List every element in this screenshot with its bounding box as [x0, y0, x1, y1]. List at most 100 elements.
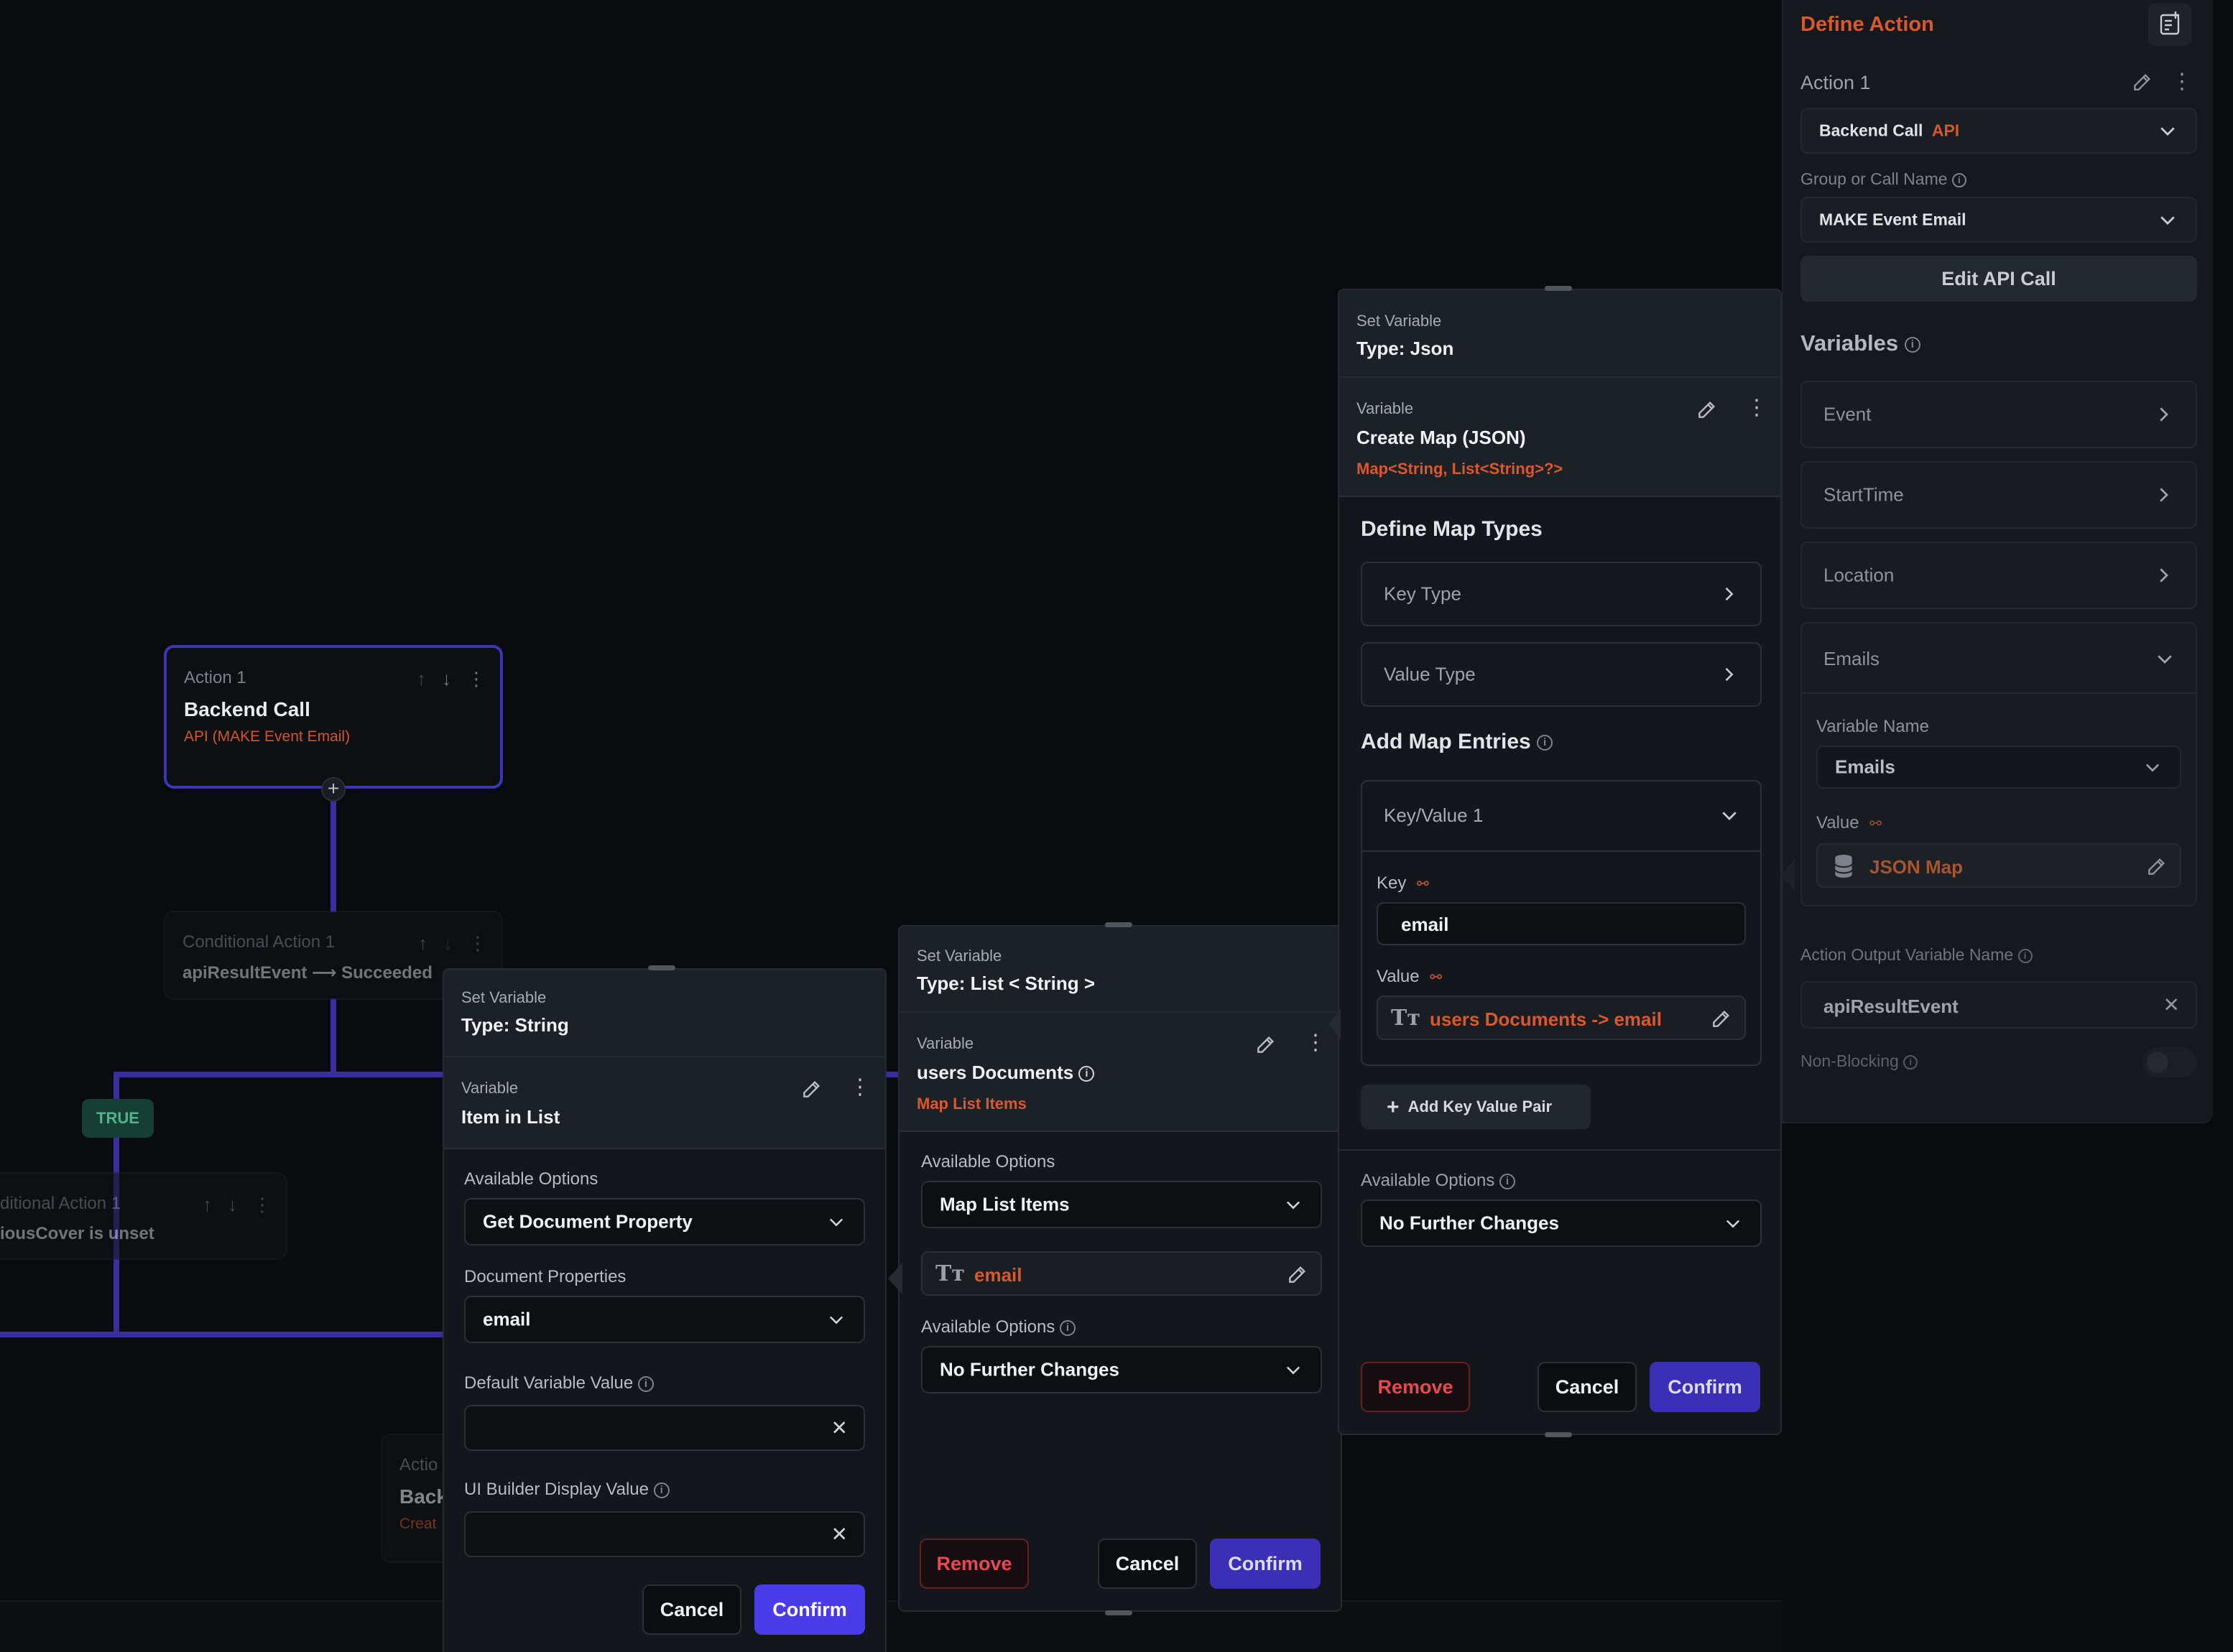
more-vertical-icon[interactable]: ⋮	[2171, 70, 2193, 93]
info-icon[interactable]: i	[637, 1375, 654, 1392]
available-options-2-select[interactable]: No Further Changes	[921, 1346, 1322, 1393]
more-vertical-icon[interactable]: ⋮	[1746, 396, 1767, 419]
drag-handle[interactable]	[1545, 286, 1572, 291]
available-options-select[interactable]: No Further Changes	[1361, 1199, 1762, 1247]
value-chip[interactable]: Tт users Documents -> email	[1377, 996, 1746, 1040]
action-type-select[interactable]: Backend Call API	[1800, 108, 2197, 154]
confirm-button[interactable]: Confirm	[754, 1584, 865, 1635]
info-icon[interactable]: i	[1060, 1319, 1076, 1336]
variable-row-starttime[interactable]: StartTime	[1800, 461, 2197, 529]
more-vertical-icon[interactable]: ⋮	[849, 1075, 871, 1099]
add-note-icon[interactable]	[2148, 3, 2191, 46]
panel-header-type: Type: String	[461, 1014, 569, 1036]
move-up-icon[interactable]: ↑	[418, 932, 427, 954]
cancel-button[interactable]: Cancel	[1538, 1362, 1637, 1412]
node-subtitle: ditional Action 1	[0, 1194, 121, 1213]
add-key-value-pair-button[interactable]: +Add Key Value Pair	[1361, 1085, 1591, 1129]
ui-builder-input[interactable]: ✕	[464, 1511, 865, 1557]
cancel-button[interactable]: Cancel	[1098, 1539, 1197, 1589]
move-down-icon[interactable]: ↓	[228, 1194, 237, 1215]
cancel-button[interactable]: Cancel	[642, 1584, 741, 1635]
drag-handle[interactable]	[1545, 1432, 1572, 1437]
add-action-icon[interactable]: +	[321, 777, 346, 802]
panel-pointer	[1780, 859, 1795, 891]
emails-header[interactable]: Emails	[1802, 623, 2196, 694]
available-options-label: Available Options	[464, 1169, 598, 1189]
more-vertical-icon[interactable]: ⋮	[253, 1194, 272, 1215]
edit-icon[interactable]	[800, 1077, 823, 1100]
more-vertical-icon[interactable]: ⋮	[467, 668, 486, 690]
move-up-icon[interactable]: ↑	[417, 668, 426, 690]
value-type-row[interactable]: Value Type	[1361, 642, 1762, 707]
available-options-select[interactable]: Get Document Property	[464, 1198, 865, 1245]
confirm-button[interactable]: Confirm	[1210, 1539, 1321, 1589]
info-icon[interactable]: i	[1951, 172, 1966, 187]
node-description: Creat	[399, 1516, 437, 1532]
move-down-icon[interactable]: ↓	[443, 932, 453, 954]
default-value-input[interactable]: ✕	[464, 1405, 865, 1451]
chevron-right-icon	[1719, 584, 1739, 604]
confirm-button[interactable]: Confirm	[1650, 1362, 1760, 1412]
variable-row-event[interactable]: Event	[1800, 381, 2197, 448]
variable-source-icon[interactable]: ⚯	[1869, 816, 1882, 832]
set-variable-json-panel: Set Variable Type: Json Variable Create …	[1338, 289, 1782, 1435]
remove-button[interactable]: Remove	[920, 1539, 1029, 1589]
document-properties-select[interactable]: email	[464, 1296, 865, 1343]
remove-button[interactable]: Remove	[1361, 1362, 1470, 1412]
json-map-chip[interactable]: JSON Map	[1816, 843, 2181, 888]
more-vertical-icon[interactable]: ⋮	[468, 932, 487, 954]
variables-heading-text: Variables	[1800, 330, 1899, 356]
info-icon[interactable]: i	[1903, 1054, 1918, 1069]
variable-name-label: Variable Name	[1816, 717, 1929, 736]
variable-summary: Variable Create Map (JSON) Map<String, L…	[1339, 378, 1780, 497]
sidebar-title: Define Action	[1800, 13, 1934, 36]
set-variable-string-panel: Set Variable Type: String Variable Item …	[443, 968, 887, 1652]
variable-subtitle: Map<String, List<String>?>	[1356, 460, 1563, 478]
edit-icon[interactable]	[1710, 1007, 1733, 1030]
clear-icon[interactable]: ✕	[831, 1523, 848, 1546]
variable-name-select[interactable]: Emails	[1816, 746, 2181, 789]
info-icon[interactable]: i	[1904, 336, 1920, 353]
edit-icon[interactable]	[1254, 1033, 1277, 1056]
mapped-item-value[interactable]: Tт email	[921, 1251, 1322, 1296]
available-options-select[interactable]: Map List Items	[921, 1181, 1322, 1228]
info-icon[interactable]: i	[1537, 735, 1553, 751]
drag-handle[interactable]	[1105, 1610, 1132, 1615]
move-up-icon[interactable]: ↑	[203, 1194, 212, 1215]
conditional-action-node[interactable]: Conditional Action 1 apiResultEvent ⟶ Su…	[164, 911, 503, 1000]
key-type-row[interactable]: Key Type	[1361, 562, 1762, 626]
edit-icon[interactable]	[2131, 70, 2154, 93]
non-blocking-toggle[interactable]	[2142, 1047, 2197, 1077]
conditional-action-node-2[interactable]: ditional Action 1 iousCover is unset ↑ ↓…	[0, 1172, 287, 1260]
action-node-backend-call[interactable]: Action 1 Backend Call API (MAKE Event Em…	[164, 645, 503, 789]
move-down-icon[interactable]: ↓	[442, 668, 451, 690]
variable-source-icon[interactable]: ⚯	[1430, 970, 1443, 985]
key-value-1-header[interactable]: Key/Value 1	[1362, 781, 1760, 852]
key-input[interactable]: email	[1377, 902, 1746, 945]
toggle-knob	[2147, 1052, 2168, 1073]
more-vertical-icon[interactable]: ⋮	[1305, 1031, 1326, 1054]
available-options-2-label-text: Available Options	[921, 1317, 1055, 1337]
info-icon[interactable]: i	[1078, 1066, 1095, 1082]
edit-icon[interactable]	[1286, 1263, 1309, 1286]
output-var-input[interactable]: apiResultEvent ✕	[1800, 981, 2197, 1029]
edit-api-call-button[interactable]: Edit API Call	[1800, 256, 2197, 302]
node-subtitle: Action 1	[184, 668, 246, 687]
group-call-select[interactable]: MAKE Event Email	[1800, 197, 2197, 243]
info-icon[interactable]: i	[653, 1482, 670, 1498]
clear-icon[interactable]: ✕	[831, 1416, 848, 1439]
clear-icon[interactable]: ✕	[2163, 993, 2180, 1016]
chevron-right-icon	[1719, 664, 1739, 685]
info-icon[interactable]: i	[2017, 948, 2033, 963]
node-description: API (MAKE Event Email)	[184, 728, 351, 745]
chevron-down-icon	[826, 1212, 846, 1232]
edit-icon[interactable]	[2145, 855, 2168, 878]
variable-source-icon[interactable]: ⚯	[1417, 876, 1429, 892]
drag-handle[interactable]	[1105, 922, 1132, 927]
variable-row-location[interactable]: Location	[1800, 542, 2197, 609]
drag-handle[interactable]	[648, 965, 675, 970]
edit-icon[interactable]	[1696, 398, 1719, 421]
chevron-down-icon	[1723, 1213, 1743, 1233]
info-icon[interactable]: i	[1499, 1173, 1516, 1189]
chevron-down-icon	[1719, 804, 1740, 826]
